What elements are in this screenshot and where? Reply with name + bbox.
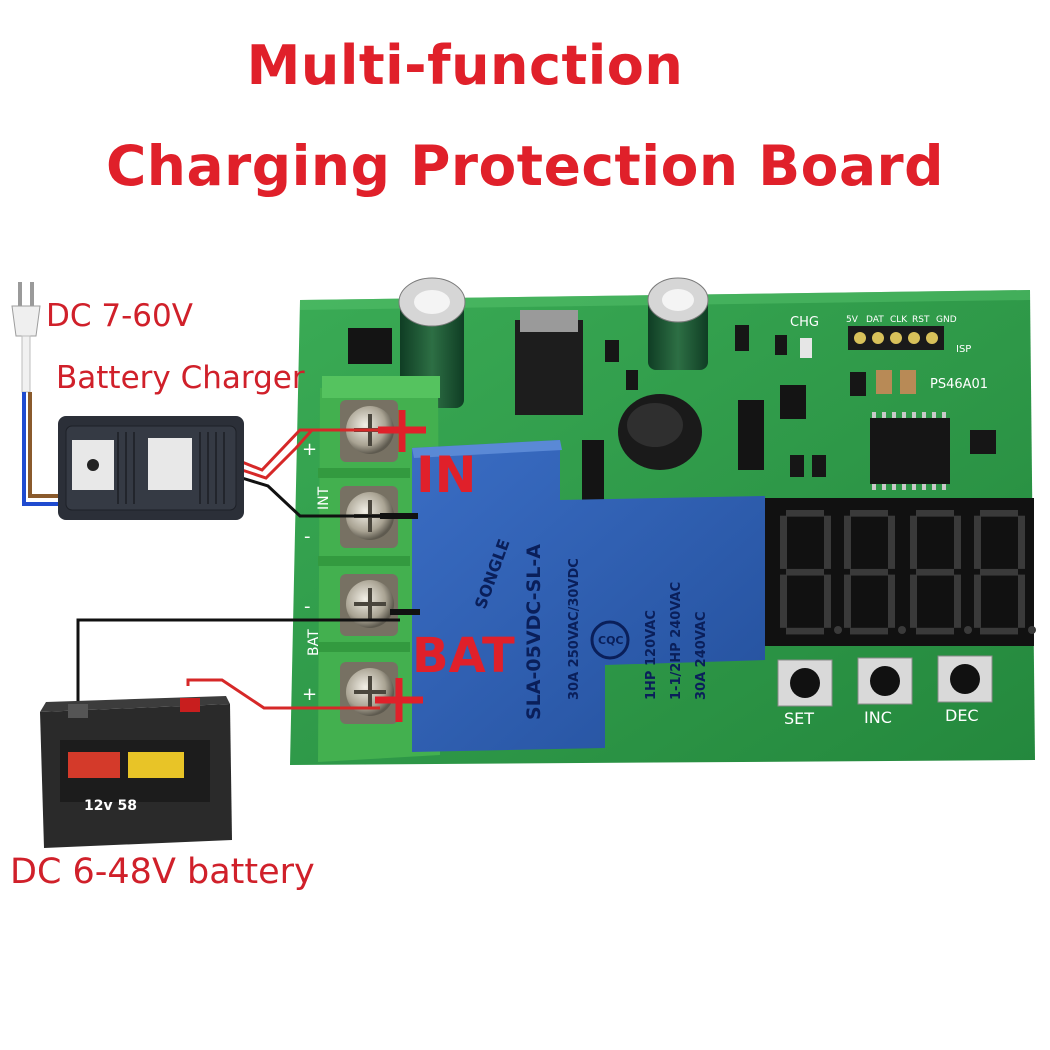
battery-spec: 12v 58 bbox=[84, 798, 137, 814]
isp-pin-label: CLK bbox=[890, 315, 908, 325]
display-segment bbox=[786, 627, 824, 635]
isp-pin-label: RST bbox=[912, 315, 930, 325]
terminal-silk: + bbox=[302, 684, 317, 705]
isp-header: 5V DAT CLK RST GND ISP bbox=[846, 315, 971, 355]
display-dot bbox=[1028, 626, 1036, 634]
charger-label: Battery Charger bbox=[56, 360, 305, 396]
charger-cord bbox=[22, 392, 64, 506]
set-button[interactable] bbox=[777, 659, 833, 707]
display-dot bbox=[964, 626, 972, 634]
display-segment bbox=[980, 627, 1018, 635]
relay-cert: CQC bbox=[598, 634, 624, 647]
display-segment bbox=[980, 568, 1018, 576]
display-segment bbox=[954, 515, 961, 569]
display-segment bbox=[786, 510, 824, 517]
display-segment bbox=[1018, 574, 1025, 628]
display-segment bbox=[850, 510, 888, 517]
isp-pin-label: GND bbox=[936, 315, 957, 325]
charger-voltage-label: DC 7-60V bbox=[46, 298, 193, 334]
battery-wires bbox=[76, 618, 400, 712]
terminal-silk: INT bbox=[316, 486, 332, 510]
plus-marker-in bbox=[378, 410, 426, 452]
isp-pin-label: DAT bbox=[866, 315, 884, 325]
display-segment bbox=[916, 510, 954, 517]
microcontroller bbox=[870, 412, 950, 490]
display-segment bbox=[888, 515, 895, 569]
display-segment bbox=[974, 574, 981, 628]
display-segment bbox=[824, 574, 831, 628]
dec-button-label: DEC bbox=[945, 706, 979, 725]
car-battery: 12v 58 bbox=[40, 696, 232, 848]
display-segment bbox=[888, 574, 895, 628]
dec-button[interactable] bbox=[937, 655, 993, 703]
chg-label: CHG bbox=[790, 315, 819, 330]
display-segment bbox=[916, 627, 954, 635]
display-segment bbox=[850, 627, 888, 635]
relay-rating: 30A 240VAC bbox=[694, 611, 709, 700]
relay-rating: 1HP 120VAC bbox=[644, 610, 659, 700]
display-segment bbox=[974, 515, 981, 569]
display-digits bbox=[780, 510, 1036, 635]
display-segment bbox=[786, 568, 824, 576]
terminal-screw[interactable] bbox=[340, 662, 398, 724]
display-segment bbox=[954, 574, 961, 628]
capacitor-c2 bbox=[647, 277, 709, 370]
isp-label: ISP bbox=[956, 344, 971, 355]
in-terminal-label: IN bbox=[416, 446, 476, 504]
relay-rating: 30A 250VAC/30VDC bbox=[567, 558, 582, 700]
inductor bbox=[618, 394, 702, 470]
relay: SONGLE SLA-05VDC-SL-A 30A 250VAC/30VDC 1… bbox=[412, 440, 765, 752]
inc-button-label: INC bbox=[864, 708, 892, 727]
display-segment bbox=[850, 568, 888, 576]
display-segment bbox=[910, 515, 917, 569]
relay-rating: 1-1/2HP 240VAC bbox=[669, 582, 684, 700]
title-line-1: Multi-function bbox=[246, 34, 684, 97]
terminal-screw[interactable] bbox=[340, 574, 398, 636]
display-segment bbox=[980, 510, 1018, 517]
board-model: PS46A01 bbox=[930, 377, 988, 392]
terminal-silk: BAT bbox=[306, 629, 322, 656]
display-segment bbox=[1018, 515, 1025, 569]
terminal-silk: + bbox=[302, 439, 317, 460]
relay-model: SLA-05VDC-SL-A bbox=[523, 544, 545, 720]
battery-charger bbox=[58, 416, 244, 520]
display-dot bbox=[898, 626, 906, 634]
display-segment bbox=[824, 515, 831, 569]
display-segment bbox=[780, 574, 787, 628]
bat-terminal-label: BAT bbox=[412, 628, 515, 684]
display-segment bbox=[780, 515, 787, 569]
display-segment bbox=[844, 515, 851, 569]
terminal-silk: - bbox=[304, 526, 311, 547]
set-button-label: SET bbox=[784, 709, 814, 728]
seven-segment-display bbox=[762, 498, 1036, 646]
display-dot bbox=[834, 626, 842, 634]
isp-pin-label: 5V bbox=[846, 315, 859, 325]
battery-label: DC 6-48V battery bbox=[10, 852, 315, 892]
inc-button[interactable] bbox=[857, 657, 913, 705]
regulator-v1 bbox=[515, 310, 583, 415]
display-segment bbox=[916, 568, 954, 576]
smd-parts bbox=[348, 325, 996, 500]
display-segment bbox=[844, 574, 851, 628]
terminal-silk: - bbox=[304, 596, 311, 617]
power-plug bbox=[11, 282, 41, 393]
display-segment bbox=[910, 574, 917, 628]
title-line-2: Charging Protection Board bbox=[105, 134, 945, 198]
charger-wires bbox=[241, 428, 400, 518]
plus-marker-bat bbox=[375, 678, 423, 722]
